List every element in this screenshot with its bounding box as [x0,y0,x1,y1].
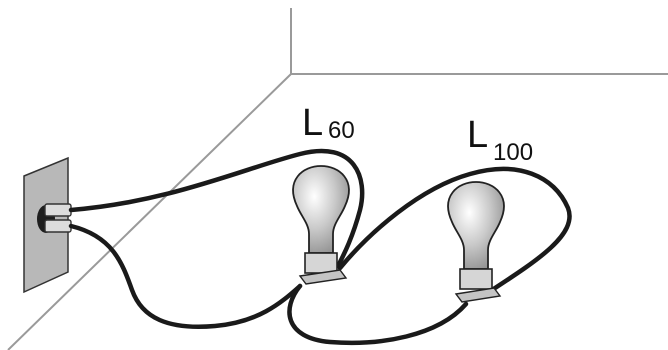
label-bulb-60-letter: L [302,102,323,144]
wall-outlet [23,156,72,294]
label-bulb-60: L 60 [302,102,355,144]
floor-edge [7,73,292,350]
bulb-60-holder [298,269,348,285]
bulb-100-glass [447,181,505,270]
label-bulb-100: L 100 [467,114,533,166]
room-corner [7,8,668,350]
wires [68,148,572,346]
label-bulb-60-subscript: 60 [328,117,355,144]
wire-outlet-to-bulb-60-bottom [68,223,303,329]
wire-outlet-to-bulb-60-top [68,148,365,269]
bulb-60-socket [304,252,338,274]
plug-prong-bottom [44,219,72,233]
bulb-60 [292,165,350,285]
bulb-100-holder [454,287,502,303]
wire-bulb-60-to-bulb-100-top [337,166,572,293]
bulb-60-glass [292,165,350,254]
wire-bulb-60-to-bulb-100-bottom [287,283,469,346]
label-bulb-100-subscript: 100 [493,139,533,166]
bulb-100-socket [459,268,493,290]
plug-prong-top [44,203,72,217]
label-bulb-100-letter: L [467,114,488,156]
bulb-100 [447,181,505,303]
